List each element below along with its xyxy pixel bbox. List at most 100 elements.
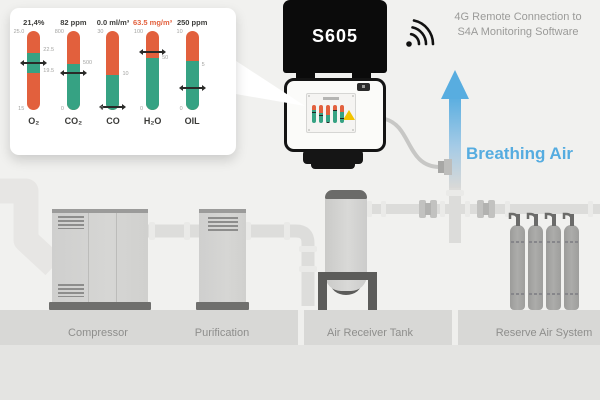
scale-min-h2o: 0 (140, 106, 144, 112)
cylinder-valve (552, 214, 556, 226)
riser-flange (446, 190, 464, 196)
mini-gauge-co (326, 105, 330, 123)
scale-threshold-co2: 500 (82, 59, 93, 66)
scale-threshold-h2o: 50 (162, 54, 169, 61)
device-base (303, 150, 363, 164)
compressor-panel-seam (88, 213, 89, 304)
reserve-cylinder (564, 225, 579, 310)
wireless-signal-icon (406, 19, 435, 47)
device-hinge (352, 71, 371, 80)
callout-pointer (230, 57, 305, 106)
scale-threshold-o2: 22.5 (43, 46, 55, 53)
breathing-air-label: Breathing Air (466, 144, 574, 163)
cylinder-valve (570, 214, 574, 226)
cylinder-valve (516, 214, 520, 226)
main-pipe-flanges (367, 201, 593, 217)
device-base-foot (311, 162, 355, 169)
gauge-needle-o2 (20, 60, 48, 67)
cable-connector (438, 161, 445, 173)
scale-max-o2: 25.0 (13, 29, 25, 35)
gauge-track-co (106, 31, 120, 110)
scale-min-o2: 15 (18, 106, 25, 112)
display-header-bar (323, 97, 339, 100)
gauge-needle-oil (178, 84, 206, 91)
scale-min-co: 0 (100, 106, 104, 112)
pipe-flanges (149, 222, 317, 272)
purification-vent (208, 217, 238, 232)
remote-connection-caption: 4G Remote Connection to S4A Monitoring S… (438, 10, 598, 40)
mini-gauge-h2o (333, 105, 337, 123)
tank-cap (325, 190, 367, 199)
scale-max-h2o: 100 (133, 29, 144, 35)
gauge-safe-zone-co (106, 75, 120, 110)
scale-min-oil: 0 (179, 106, 183, 112)
mini-gauge-oil (340, 105, 344, 123)
gauge-name-h2o: H₂O (143, 116, 162, 126)
caption-line-2: S4A Monitoring Software (457, 26, 579, 38)
gauge-reading-co: 0.0 ml/m³ (96, 18, 130, 27)
floor-divider (452, 310, 458, 345)
compressor-base (49, 302, 151, 310)
process-pipe (147, 224, 315, 306)
tank-stand-leg (318, 272, 327, 310)
gauge-reading-h2o: 63.5 mg/m³ (132, 18, 173, 27)
label-purification: Purification (194, 327, 250, 339)
device-model: S605 (311, 26, 359, 46)
cylinder-valve (534, 214, 538, 226)
floor-lower (0, 345, 600, 400)
reserve-cylinder (510, 225, 525, 310)
gauge-reading-oil: 250 ppm (176, 18, 208, 27)
scale-min-co2: 0 (60, 106, 64, 112)
warning-icon (343, 110, 355, 120)
gauge-safe-zone-h2o (146, 57, 160, 110)
gauge-track-co2 (66, 31, 80, 110)
compressor-top-edge (52, 209, 148, 213)
gauge-name-co: CO (106, 116, 120, 126)
compressor-unit (52, 209, 148, 304)
gauge-track-o2 (27, 31, 41, 110)
scale-threshold-o2: 19.5 (43, 67, 55, 74)
label-air-receiver-tank: Air Receiver Tank (327, 327, 413, 339)
gauge-reading-co2: 82 ppm (60, 18, 87, 27)
sensor-cable (384, 117, 441, 169)
tank-stand-leg (368, 272, 377, 310)
reserve-cylinder (528, 225, 543, 310)
label-compressor: Compressor (68, 327, 128, 339)
caption-line-1: 4G Remote Connection to (454, 11, 582, 23)
gauge-needle-co2 (59, 69, 87, 76)
breathing-air-arrowhead (441, 70, 469, 99)
gauge-safe-zone-oil (185, 61, 199, 110)
device-lid: S605 (283, 0, 387, 73)
floor-divider (298, 310, 304, 345)
purification-base (196, 302, 249, 310)
cable-connector-flange (444, 159, 452, 175)
purification-top-edge (199, 209, 246, 213)
intake-duct (0, 178, 63, 276)
pipe-valves (419, 200, 495, 218)
gauge-name-oil: OIL (184, 116, 200, 126)
gauge-safe-zone-co2 (66, 64, 80, 110)
label-reserve-air-system: Reserve Air System (495, 327, 593, 339)
reserve-cylinder (546, 225, 561, 310)
scale-max-co2: 800 (54, 29, 64, 35)
purification-unit (199, 209, 246, 304)
gauge-name-o2: O₂ (28, 116, 40, 126)
scale-max-co: 30 (97, 29, 104, 35)
mini-gauge-co2 (319, 105, 323, 123)
gauge-track-h2o (146, 31, 160, 110)
device-power-button[interactable] (357, 83, 370, 91)
gauge-needle-h2o (139, 48, 167, 55)
compressor-vent-bottom (58, 284, 84, 297)
mini-gauge-o2 (312, 105, 316, 123)
compressor-vent-top (58, 216, 84, 229)
device-display (306, 93, 356, 133)
gauge-reading-o2: 21,4% (23, 18, 45, 27)
gauge-needle-co (99, 103, 127, 110)
scale-max-oil: 10 (176, 29, 183, 35)
